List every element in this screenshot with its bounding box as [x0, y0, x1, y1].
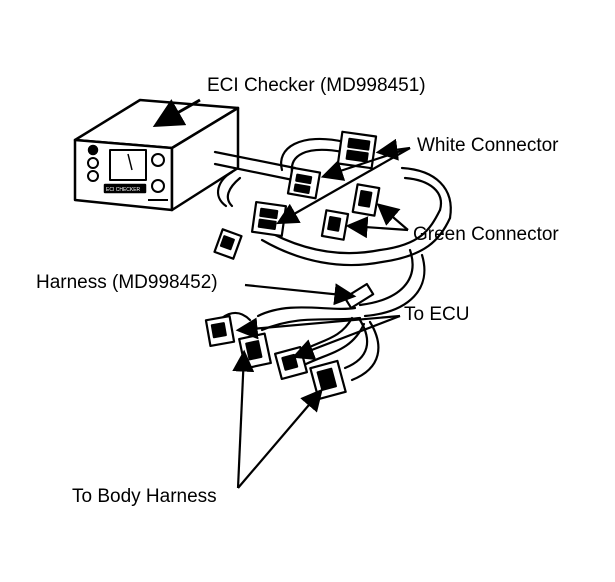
ecu-connector-1: [204, 315, 236, 347]
ecu-connector-2: [273, 345, 309, 381]
checker-brand: ECI CHECKER: [106, 187, 141, 193]
white-connector-mid: [286, 166, 322, 200]
white-connector-top: [336, 130, 378, 170]
green-connector-2: [320, 209, 350, 241]
label-green-connector: Green Connector: [413, 224, 559, 245]
white-connector-left: [250, 200, 288, 238]
checker-arrow: [152, 98, 201, 127]
body-connector-2: [309, 359, 347, 401]
label-eci-checker: ECI Checker (MD998451): [207, 75, 426, 96]
leader-lines: [232, 138, 411, 489]
label-to-body-harness: To Body Harness: [72, 486, 217, 507]
label-to-ecu: To ECU: [404, 304, 470, 325]
eci-checker-box: [73, 98, 240, 212]
label-white-connector: White Connector: [417, 135, 559, 156]
green-connector-1: [351, 183, 381, 217]
label-harness: Harness (MD998452): [36, 272, 218, 293]
side-connector: [213, 228, 243, 260]
